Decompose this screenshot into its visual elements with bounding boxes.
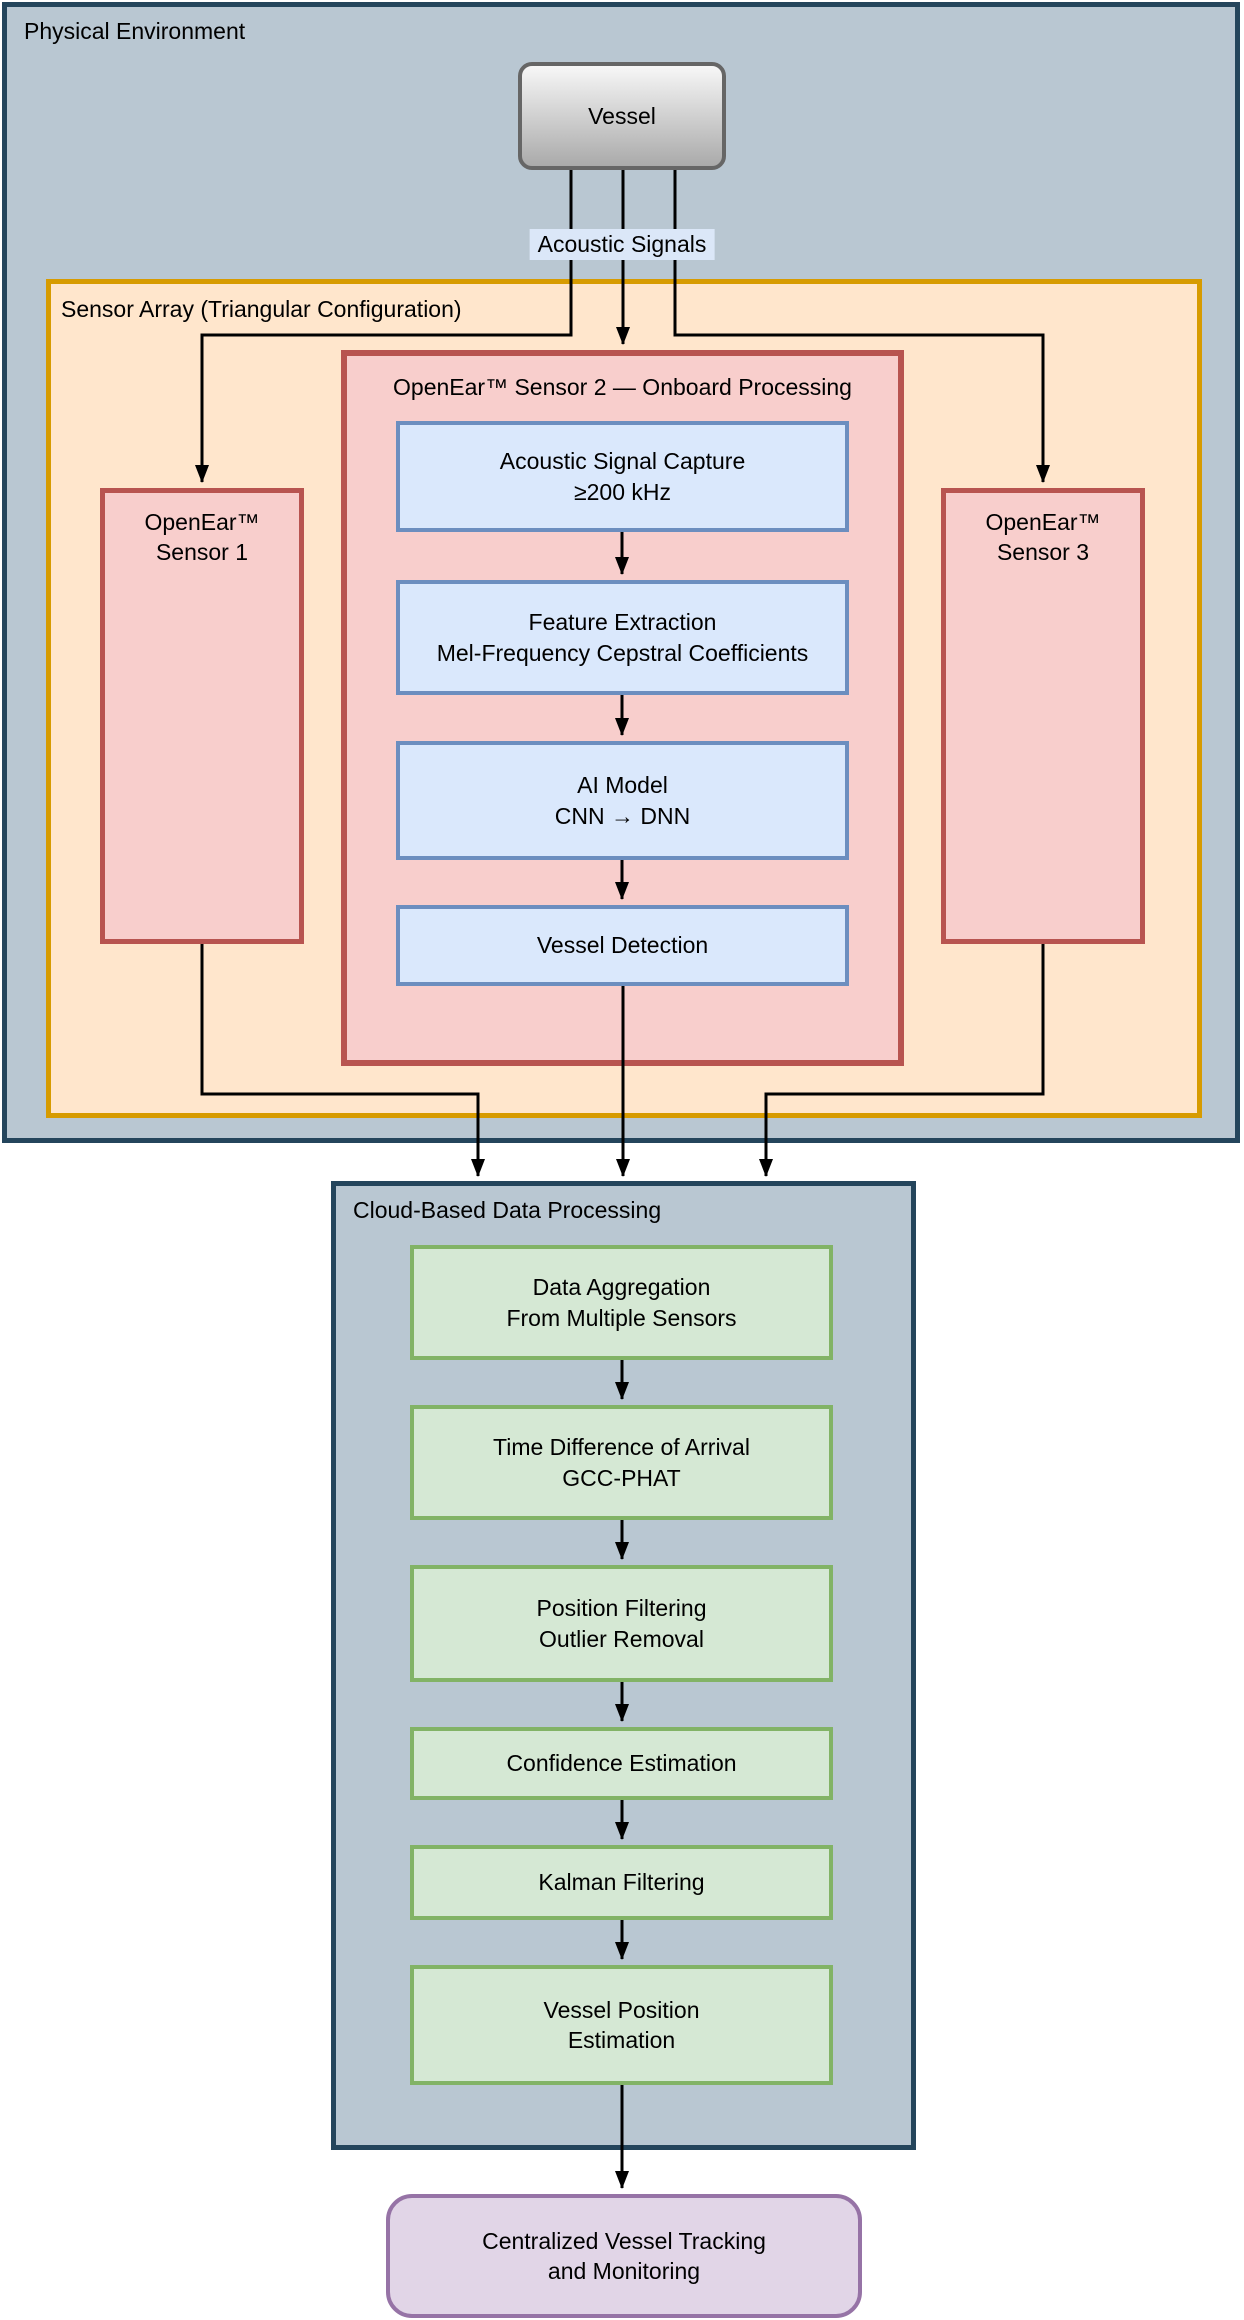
- step-line: Outlier Removal: [539, 1625, 704, 1652]
- step-position-filtering: Position Filtering Outlier Removal: [410, 1565, 833, 1682]
- step-line: Feature Extraction: [528, 609, 717, 636]
- vessel-label: Vessel: [588, 102, 656, 129]
- step-feature-extraction: Feature Extraction Mel-Frequency Cepstra…: [396, 580, 849, 695]
- cloud-processing-label: Cloud-Based Data Processing: [353, 1197, 662, 1223]
- step-confidence-estimation: Confidence Estimation: [410, 1727, 833, 1800]
- step-acoustic-signal-capture: Acoustic Signal Capture ≥200 kHz: [396, 421, 849, 532]
- step-line: Data Aggregation: [532, 1274, 711, 1301]
- step-line: Estimation: [567, 2027, 676, 2053]
- step-line: From Multiple Sensors: [506, 1304, 737, 1331]
- step-kalman-filtering: Kalman Filtering: [410, 1845, 833, 1920]
- step-line: Confidence Estimation: [506, 1750, 737, 1777]
- step-ai-model: AI Model CNN → DNN: [396, 741, 849, 860]
- output-line2: and Monitoring: [547, 2258, 701, 2284]
- sensor2-title: OpenEar™ Sensor 2 — Onboard Processing: [393, 374, 852, 400]
- physical-environment-label: Physical Environment: [24, 18, 246, 44]
- acoustic-signals-label: Acoustic Signals: [529, 229, 715, 260]
- step-line: CNN → DNN: [554, 802, 691, 829]
- step-line: Vessel Position: [543, 1996, 700, 2023]
- step-line: GCC-PHAT: [562, 1464, 681, 1491]
- output-line1: Centralized Vessel Tracking: [482, 2227, 766, 2254]
- step-vessel-position-estimation: Vessel Position Estimation: [410, 1965, 833, 2085]
- step-line: AI Model: [577, 772, 668, 799]
- sensor1-label-line2: Sensor 1: [155, 539, 249, 566]
- sensor3-box: OpenEar™ Sensor 3: [941, 488, 1145, 944]
- step-line: Acoustic Signal Capture: [499, 448, 746, 475]
- sensor-array-label: Sensor Array (Triangular Configuration): [61, 296, 462, 322]
- step-line: Kalman Filtering: [538, 1869, 705, 1896]
- step-line: Vessel Detection: [536, 932, 709, 959]
- step-vessel-detection: Vessel Detection: [396, 905, 849, 986]
- vessel-box: Vessel: [518, 62, 726, 170]
- sensor1-label-line1: OpenEar™: [144, 509, 260, 535]
- step-line: Position Filtering: [536, 1595, 707, 1622]
- centralized-tracking-box: Centralized Vessel Tracking and Monitori…: [386, 2194, 862, 2318]
- step-line: Time Difference of Arrival: [493, 1434, 750, 1461]
- sensor3-label-line1: OpenEar™: [985, 509, 1101, 535]
- step-data-aggregation: Data Aggregation From Multiple Sensors: [410, 1245, 833, 1360]
- step-line: ≥200 kHz: [574, 478, 671, 505]
- step-line: Mel-Frequency Cepstral Coefficients: [436, 639, 809, 666]
- step-tdoa: Time Difference of Arrival GCC-PHAT: [410, 1405, 833, 1520]
- sensor3-label-line2: Sensor 3: [996, 539, 1090, 566]
- sensor1-box: OpenEar™ Sensor 1: [100, 488, 304, 944]
